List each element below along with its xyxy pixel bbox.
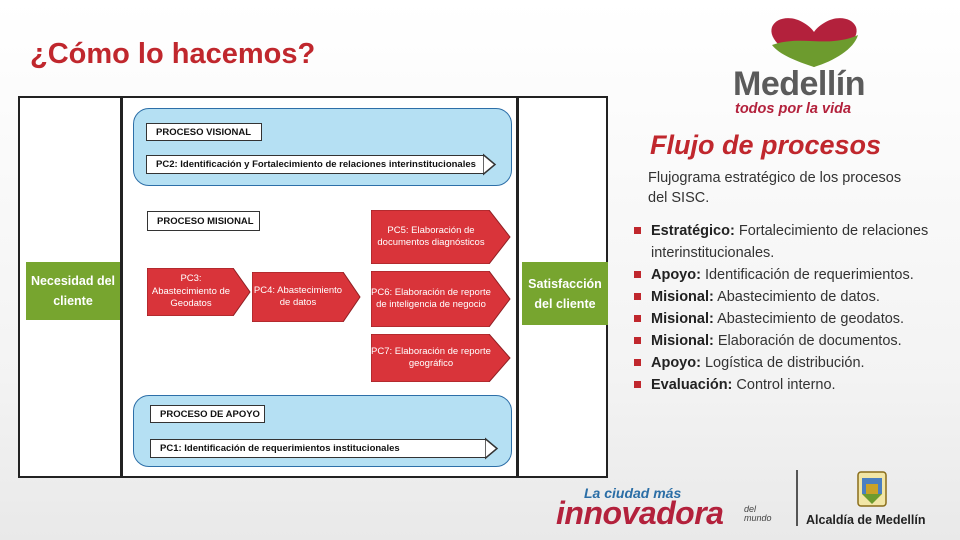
pc6-arrow: PC6: Elaboración de reporte de inteligen…: [371, 271, 511, 327]
city-slogan-small: La ciudad más: [584, 485, 682, 501]
bullet-square-icon: [634, 381, 641, 388]
logo-word: Medellín: [733, 65, 866, 103]
visional-lane: PROCESO VISIONAL PC2: Identificación y F…: [133, 108, 512, 186]
bullet-square-icon: [634, 271, 641, 278]
pc5-label: PC5: Elaboración de documentos diagnósti…: [377, 224, 485, 249]
pc6-label: PC6: Elaboración de reporte de inteligen…: [371, 286, 491, 311]
misional-label: PROCESO MISIONAL: [147, 211, 260, 231]
satisfaction-box: Satisfacción del cliente: [522, 262, 608, 325]
medellin-logo: Medellín todos por la vida: [728, 15, 888, 117]
pc4-label: PC4: Abastecimiento de datos: [253, 284, 343, 309]
process-diagram: Necesidad del cliente Satisfacción del c…: [18, 96, 608, 478]
list-item: Misional: Abastecimiento de geodatos.: [634, 308, 956, 330]
alcaldia-label: Alcaldía de Medellín: [806, 513, 926, 527]
pc1-label: PC1: Identificación de requerimientos in…: [160, 443, 400, 454]
coat-of-arms-icon: [857, 471, 887, 507]
pc7-label: PC7: Elaboración de reporte geográfico: [371, 345, 491, 370]
pc2-arrow: PC2: Identificación y Fortalecimiento de…: [146, 155, 484, 174]
heart-icon: [771, 18, 858, 67]
list-item: Misional: Elaboración de documentos.: [634, 330, 956, 352]
list-item: Apoyo: Logística de distribución.: [634, 352, 956, 374]
visional-label: PROCESO VISIONAL: [146, 123, 262, 141]
pc3-label: PC3: Abastecimiento de Geodatos: [151, 273, 231, 310]
pc1-arrow: PC1: Identificación de requerimientos in…: [150, 439, 486, 458]
city-slogan-big: innovadora: [556, 495, 724, 531]
pc2-label: PC2: Identificación y Fortalecimiento de…: [156, 159, 476, 170]
panel-title: Flujo de procesos: [650, 130, 882, 160]
pc1-arrow-tip: [485, 437, 499, 460]
divider-right: [516, 98, 519, 476]
pc3-arrow: PC3: Abastecimiento de Geodatos: [147, 268, 251, 316]
list-item: Apoyo: Identificación de requerimientos.: [634, 264, 956, 286]
divider-left: [120, 98, 123, 476]
apoyo-label: PROCESO DE APOYO: [150, 405, 265, 423]
apoyo-lane: PROCESO DE APOYO PC1: Identificación de …: [133, 395, 512, 467]
pc5-arrow: PC5: Elaboración de documentos diagnósti…: [371, 210, 511, 264]
panel-subtitle: Flujograma estratégico de los procesos d…: [648, 170, 902, 206]
need-box: Necesidad del cliente: [26, 262, 120, 320]
footer-separator: [796, 470, 798, 526]
slide-title: ¿Cómo lo hacemos?: [30, 38, 316, 70]
pc2-arrow-tip: [483, 153, 497, 176]
bullet-square-icon: [634, 359, 641, 366]
logo-tagline: todos por la vida: [735, 101, 852, 117]
list-item: Estratégico: Fortalecimiento de relacion…: [634, 220, 956, 264]
list-item: Misional: Abastecimiento de datos.: [634, 286, 956, 308]
pc7-arrow: PC7: Elaboración de reporte geográfico: [371, 334, 511, 382]
bullet-square-icon: [634, 227, 641, 234]
bullet-square-icon: [634, 315, 641, 322]
pc4-arrow: PC4: Abastecimiento de datos: [252, 272, 361, 322]
bullet-square-icon: [634, 337, 641, 344]
process-bullet-list: Estratégico: Fortalecimiento de relacion…: [634, 220, 956, 396]
bullet-square-icon: [634, 293, 641, 300]
list-item: Evaluación: Control interno.: [634, 374, 956, 396]
